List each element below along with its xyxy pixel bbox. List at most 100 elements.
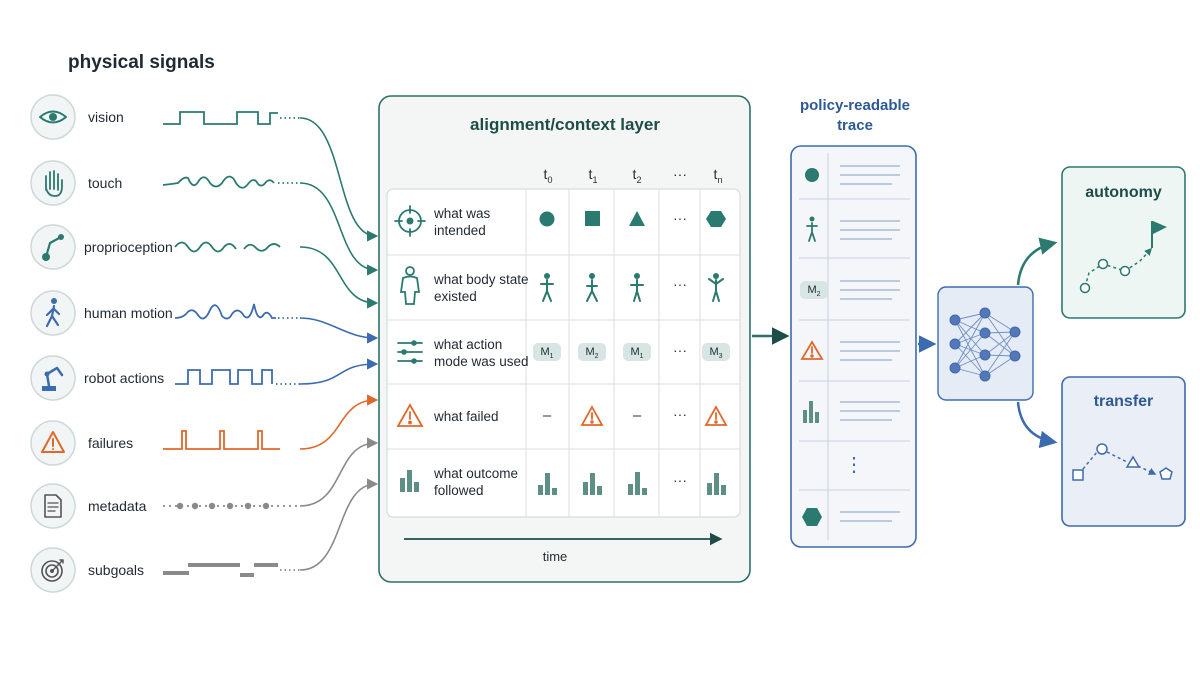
row-label-intended: what was intended bbox=[434, 206, 491, 238]
mode-badge: M3 bbox=[702, 343, 730, 361]
bar-chart-icon bbox=[400, 470, 419, 492]
person-standing-icon bbox=[630, 273, 644, 302]
autonomy-path-illustration bbox=[1079, 221, 1167, 294]
connector-failures bbox=[299, 394, 379, 450]
vertical-ellipsis: ⋮ bbox=[844, 454, 864, 476]
connector-subgoals bbox=[299, 478, 379, 571]
circle-goal bbox=[539, 211, 555, 227]
metadata-dots bbox=[176, 502, 270, 510]
sliders-icon bbox=[397, 340, 423, 364]
mode-badge: M2 bbox=[578, 343, 606, 361]
bar-chart-icon bbox=[803, 401, 819, 423]
table-grid bbox=[387, 189, 740, 517]
warning-icon bbox=[30, 420, 76, 466]
row-label-outcome: what outcome followed bbox=[434, 466, 519, 498]
warning-icon bbox=[800, 340, 824, 360]
connector-robot-actions bbox=[299, 358, 379, 385]
person-walking-icon bbox=[586, 273, 598, 302]
row-icons bbox=[394, 205, 426, 492]
autonomy-box bbox=[1061, 166, 1186, 319]
intended-row-cells bbox=[539, 211, 726, 227]
transfer-title: transfer bbox=[1093, 393, 1154, 410]
trace-text-lines bbox=[840, 165, 900, 522]
hand-icon bbox=[30, 160, 76, 206]
outcome-row-cells bbox=[538, 472, 726, 495]
connector-touch bbox=[299, 182, 379, 276]
mode-badge: M2 bbox=[800, 281, 828, 299]
warning-icon bbox=[704, 405, 728, 426]
robot-actions-waveform bbox=[175, 369, 273, 385]
transfer-path-illustration bbox=[1072, 443, 1173, 481]
time-column-header: t0 bbox=[543, 166, 553, 185]
trace-dividers bbox=[799, 153, 910, 540]
person-arms-raised-icon bbox=[708, 273, 724, 302]
physical-signals-title: physical signals bbox=[68, 52, 215, 73]
time-column-header: t2 bbox=[632, 166, 642, 185]
robot-arm-icon bbox=[30, 355, 76, 401]
signal-label-human-motion: human motion bbox=[84, 305, 173, 321]
connector-metadata bbox=[299, 437, 379, 507]
time-column-header: ··· bbox=[673, 166, 687, 182]
circle-goal bbox=[805, 168, 819, 182]
hexagon-goal bbox=[706, 211, 726, 227]
arrow-to-transfer bbox=[1016, 401, 1058, 449]
target-icon bbox=[30, 547, 76, 593]
human-motion-waveform bbox=[174, 303, 276, 320]
mode-badge: M1 bbox=[623, 343, 651, 361]
trace-icons bbox=[800, 168, 824, 526]
policy-trace-title: policy-readable trace bbox=[799, 97, 911, 134]
triangle-goal bbox=[629, 211, 645, 226]
no-failure-dash: – bbox=[632, 407, 642, 424]
signal-label-subgoals: subgoals bbox=[88, 562, 145, 578]
crosshair-icon bbox=[394, 205, 426, 237]
row-label-body-state: what body state existed bbox=[434, 272, 529, 304]
neural-network-icon bbox=[949, 307, 1021, 382]
vision-waveform bbox=[163, 111, 278, 125]
warning-icon bbox=[396, 403, 424, 427]
ellipsis: ··· bbox=[673, 210, 687, 226]
connector-vision bbox=[299, 117, 379, 242]
signal-connectors bbox=[299, 117, 379, 571]
time-axis-label: time bbox=[542, 549, 568, 564]
flag-icon bbox=[1151, 221, 1167, 248]
signal-label-failures: failures bbox=[88, 435, 134, 451]
arrow-to-autonomy bbox=[1016, 237, 1058, 286]
time-column-header: t1 bbox=[588, 166, 598, 185]
policy-network-box bbox=[937, 286, 1034, 401]
failed-row-icons bbox=[580, 405, 728, 426]
pentagon-node bbox=[1159, 467, 1173, 480]
bar-chart-icon bbox=[628, 472, 647, 495]
failures-waveform bbox=[163, 430, 280, 450]
no-failure-dash: – bbox=[542, 407, 552, 424]
body-state-row-cells bbox=[540, 273, 724, 302]
triangle-node bbox=[1125, 455, 1141, 468]
connector-human-motion bbox=[299, 317, 379, 344]
square-goal bbox=[585, 211, 600, 226]
square-node bbox=[1072, 469, 1084, 481]
transfer-box bbox=[1061, 376, 1186, 527]
time-column-header: tn bbox=[713, 166, 723, 185]
eye-icon bbox=[30, 94, 76, 140]
bar-chart-icon bbox=[707, 473, 726, 495]
trace-panel bbox=[790, 145, 917, 548]
mode-badge: M1 bbox=[533, 343, 561, 361]
person-standing-icon bbox=[806, 216, 818, 242]
signal-label-robot-actions: robot actions bbox=[84, 370, 165, 386]
subgoals-waveform bbox=[163, 563, 278, 577]
alignment-table bbox=[386, 188, 741, 518]
row-label-action-mode: what action mode was used bbox=[434, 337, 529, 369]
proprioception-waveform bbox=[174, 241, 281, 253]
signal-label-vision: vision bbox=[88, 109, 124, 125]
ellipsis: ··· bbox=[673, 342, 687, 358]
row-label-failed: what failed bbox=[434, 409, 499, 424]
hexagon-goal bbox=[802, 508, 822, 526]
body-icon bbox=[399, 266, 421, 305]
ellipsis: ··· bbox=[673, 276, 687, 292]
robot-arm-joint-icon bbox=[30, 224, 76, 270]
autonomy-title: autonomy bbox=[1085, 184, 1162, 201]
bar-chart-icon bbox=[538, 473, 557, 495]
bar-chart-icon bbox=[583, 473, 602, 495]
signal-label-metadata: metadata bbox=[88, 498, 147, 514]
connector-proprioception bbox=[299, 246, 379, 309]
